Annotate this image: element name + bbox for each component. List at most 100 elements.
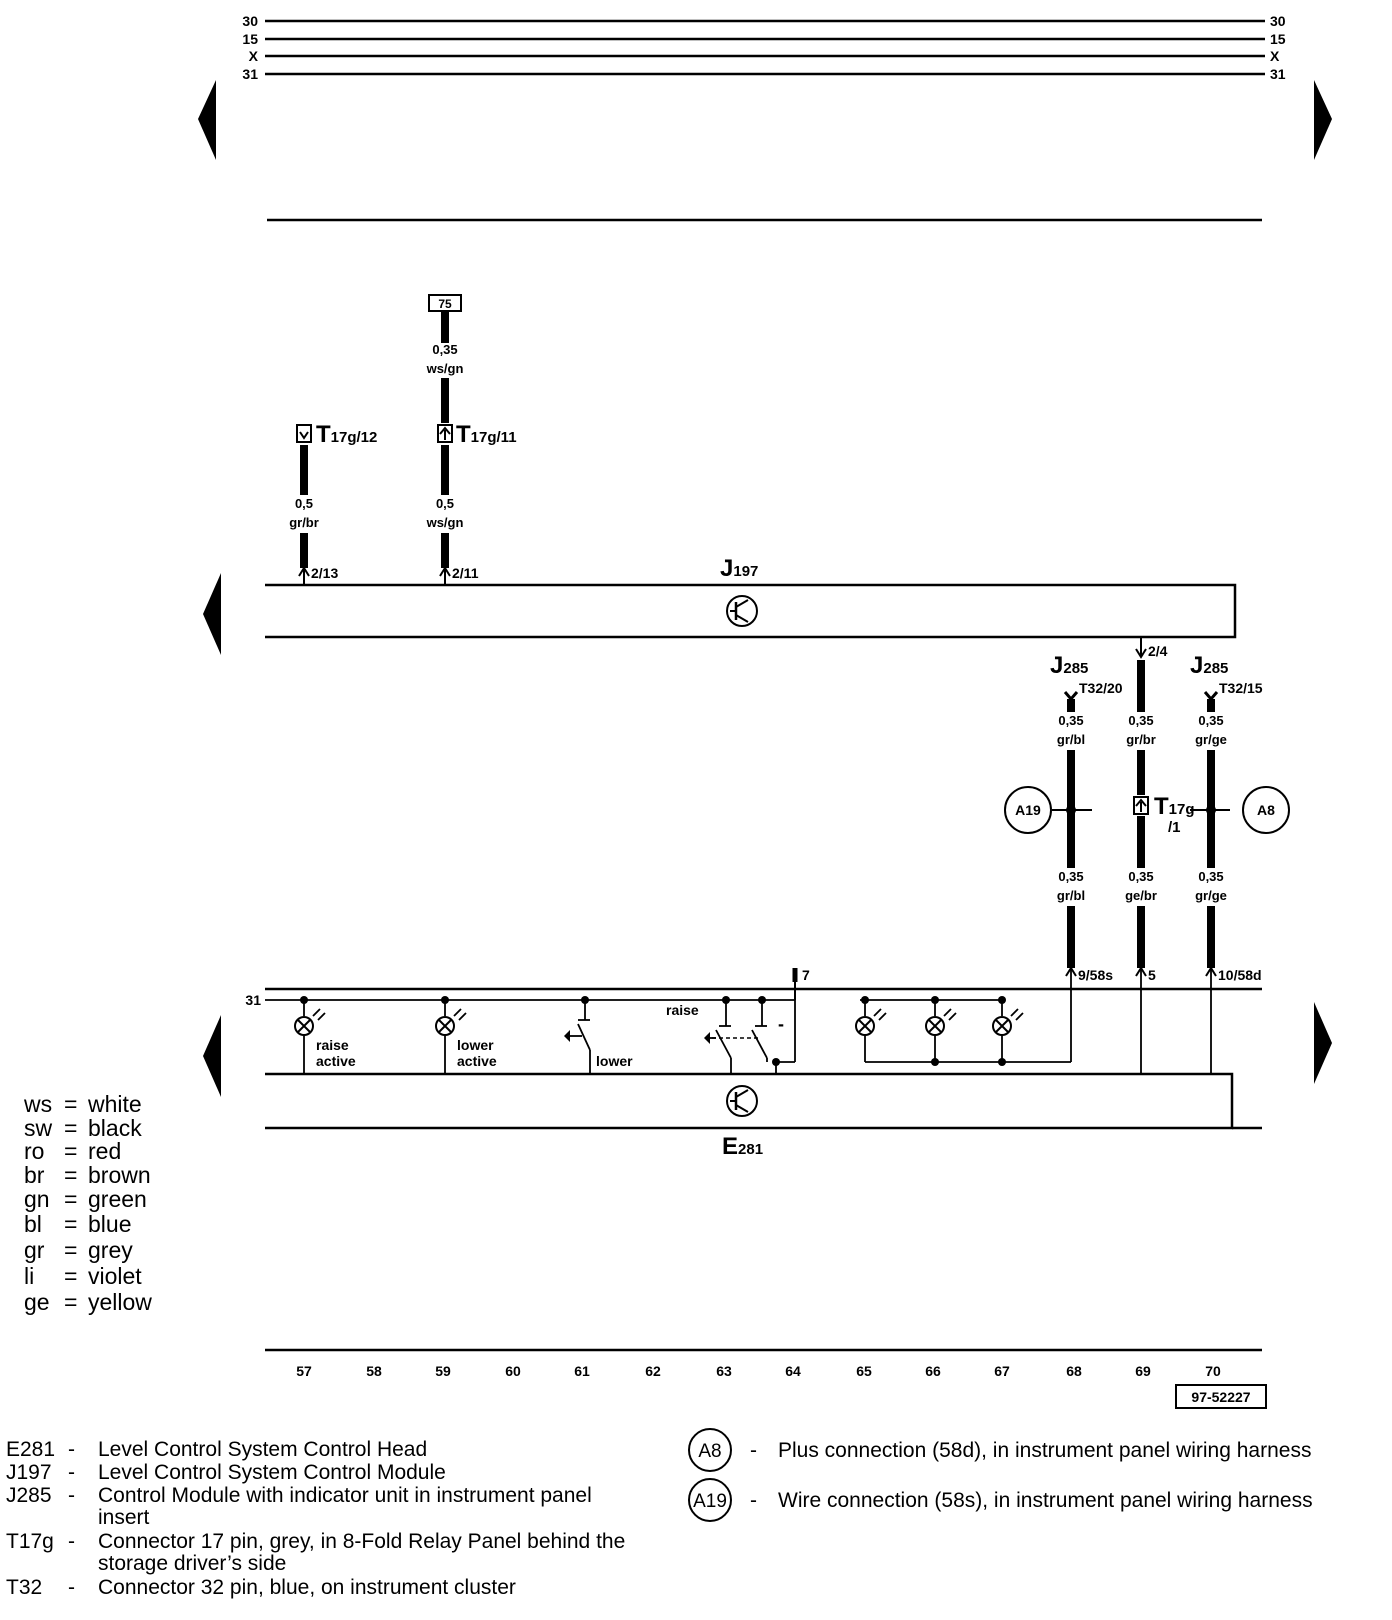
- svg-text:-: -: [750, 1489, 757, 1512]
- svg-text:-: -: [68, 1438, 75, 1461]
- wire-color-label: ge/br: [1125, 888, 1157, 903]
- switch-minus-label: -: [778, 1014, 784, 1034]
- description-code: J197: [6, 1461, 52, 1484]
- pin-label: 9/58s: [1078, 967, 1113, 983]
- module-j197: [265, 583, 1237, 639]
- rail-label-right: 30: [1270, 13, 1286, 29]
- connection-a19-icon: [1004, 786, 1052, 834]
- wire-color-label: gr/ge: [1195, 888, 1227, 903]
- switch-label: raise: [666, 1002, 699, 1018]
- connection-a8-label: A8: [1257, 802, 1275, 818]
- svg-text:=: =: [64, 1186, 77, 1212]
- description-text: Level Control System Control Head: [98, 1438, 427, 1461]
- wire-size-label: 0,5: [295, 496, 313, 511]
- track-number: 60: [505, 1363, 521, 1379]
- legend-name: red: [88, 1138, 121, 1164]
- note-text: Plus connection (58d), in instrument pan…: [778, 1439, 1311, 1462]
- wire-color-label: gr/br: [1126, 732, 1156, 747]
- transistor-icon: [726, 595, 758, 627]
- description-text: insert: [98, 1506, 150, 1529]
- lamp-label: active: [316, 1053, 356, 1069]
- wire-size-label: 0,35: [432, 342, 457, 357]
- connector-t17g12-icon: [296, 424, 312, 443]
- track-number: 67: [994, 1363, 1010, 1379]
- connection-a8-icon: [1242, 786, 1290, 834]
- svg-text:=: =: [64, 1138, 77, 1164]
- svg-text:=: =: [64, 1091, 77, 1117]
- note-symbol: A19: [693, 1491, 727, 1512]
- rail-label-left: 31: [242, 66, 258, 82]
- track-number: 68: [1066, 1363, 1082, 1379]
- track-number: 62: [645, 1363, 661, 1379]
- svg-text:-: -: [68, 1484, 75, 1507]
- lamp-icon: [435, 996, 467, 1074]
- pin-label: 5: [1148, 967, 1156, 983]
- description-code: T32: [6, 1576, 42, 1599]
- description-text: Level Control System Control Module: [98, 1461, 446, 1484]
- pin-label: 2/11: [452, 565, 479, 581]
- svg-text:=: =: [64, 1162, 77, 1188]
- legend-name: violet: [88, 1263, 142, 1289]
- pin-label: T32/15: [1219, 680, 1263, 696]
- connection-a8-icon: [688, 1428, 732, 1472]
- svg-text:-: -: [68, 1530, 75, 1553]
- legend-code: br: [24, 1162, 45, 1188]
- raise-switch-icon: [704, 996, 796, 1074]
- legend-name: black: [88, 1115, 142, 1141]
- ground-label: 31: [245, 992, 261, 1008]
- track-number: 61: [574, 1363, 590, 1379]
- switch-label: lower: [596, 1053, 633, 1069]
- legend-name: blue: [88, 1211, 131, 1237]
- wire-size-label: 0,35: [1058, 713, 1083, 728]
- connection-notes: A8 - Plus connection (58d), in instrumen…: [688, 1428, 1313, 1522]
- rail-label-right: 15: [1270, 31, 1286, 47]
- legend-name: white: [87, 1091, 142, 1117]
- wire-size-label: 0,35: [1128, 869, 1153, 884]
- description-code: J285: [6, 1484, 52, 1507]
- pin-label: 7: [802, 967, 810, 983]
- continuation-left-arrow-icon: [203, 573, 221, 655]
- track-number: 63: [716, 1363, 732, 1379]
- continuation-left-arrow-icon: [203, 1015, 221, 1097]
- pin-label: 2/4: [1148, 643, 1168, 659]
- rail-label-left: 15: [242, 31, 258, 47]
- description-text: storage driver’s side: [98, 1552, 286, 1575]
- note-text: Wire connection (58s), in instrument pan…: [778, 1489, 1313, 1512]
- terminal-75-label: 75: [438, 297, 452, 311]
- legend-code: ro: [24, 1138, 44, 1164]
- track-number: 59: [435, 1363, 451, 1379]
- component-descriptions: E281 - Level Control System Control Head…: [6, 1438, 625, 1599]
- wire-color-label: gr/bl: [1057, 732, 1085, 747]
- legend-code: gr: [24, 1237, 45, 1263]
- legend-name: brown: [88, 1162, 151, 1188]
- svg-text:-: -: [68, 1461, 75, 1484]
- legend-code: gn: [24, 1186, 50, 1212]
- svg-text:=: =: [64, 1289, 77, 1315]
- continuation-right-arrow-icon: [1314, 80, 1332, 160]
- connector-t17g11-label: T17g/11: [456, 421, 517, 448]
- description-text: Control Module with indicator unit in in…: [98, 1484, 592, 1507]
- wire-color-label: gr/br: [289, 515, 319, 530]
- track-number: 57: [296, 1363, 312, 1379]
- component-j197-label: J197: [720, 555, 758, 582]
- color-legend: ws = white sw = black ro = red br = brow…: [23, 1091, 152, 1315]
- track-number: 65: [856, 1363, 872, 1379]
- transistor-icon: [726, 1085, 758, 1117]
- description-code: T17g: [6, 1530, 54, 1553]
- component-j285-label: J285: [1190, 652, 1228, 679]
- legend-name: green: [88, 1186, 147, 1212]
- continuation-right-arrow-icon: [1314, 1002, 1332, 1084]
- track-numbers: 57 58 59 60 61 62 63 64 65 66 67 68 69 7…: [296, 1363, 1221, 1379]
- lamp-label: active: [457, 1053, 497, 1069]
- description-code: E281: [6, 1438, 55, 1461]
- wire-color-label: gr/ge: [1195, 732, 1227, 747]
- legend-code: li: [24, 1263, 34, 1289]
- wire-color-label: ws/gn: [426, 515, 464, 530]
- document-number: 97-52227: [1191, 1389, 1250, 1405]
- legend-name: grey: [88, 1237, 133, 1263]
- connection-a19-icon: [688, 1478, 732, 1522]
- svg-text:=: =: [64, 1211, 77, 1237]
- lamp-label: raise: [316, 1037, 349, 1053]
- description-text: Connector 17 pin, grey, in 8-Fold Relay …: [98, 1530, 625, 1553]
